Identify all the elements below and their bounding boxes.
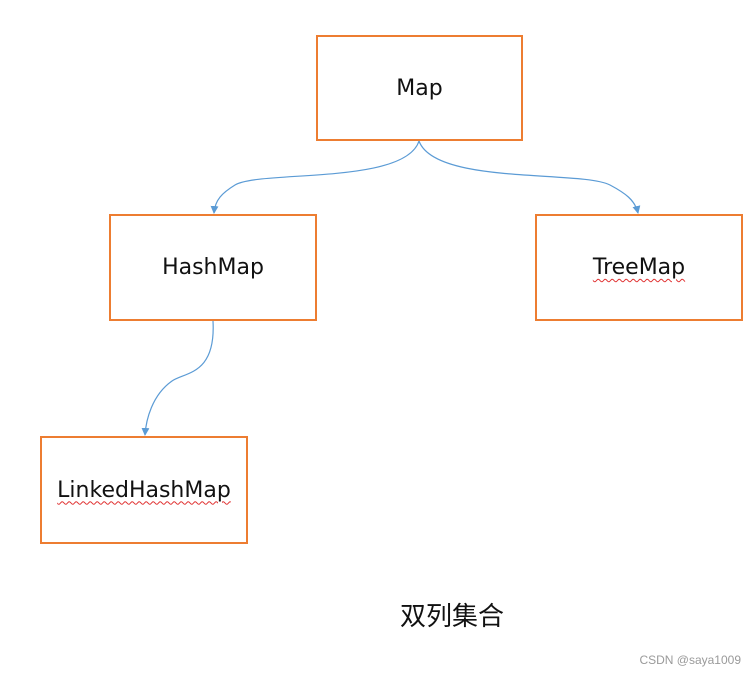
map-node-label: Map: [396, 75, 443, 101]
linkedhashmap-node: LinkedHashMap: [40, 436, 248, 544]
treemap-node: TreeMap: [535, 214, 743, 321]
edge-map-to-treemap: [418, 140, 641, 214]
watermark: CSDN @saya1009: [639, 653, 741, 667]
diagram-caption: 双列集合: [400, 602, 505, 632]
edge-map-to-hashmap: [210, 140, 420, 214]
edge-hashmap-to-linkedhashmap: [141, 320, 214, 436]
treemap-node-label: TreeMap: [592, 255, 686, 280]
linkedhashmap-node-label: LinkedHashMap: [57, 477, 231, 503]
map-node: Map: [316, 35, 523, 141]
hashmap-node: HashMap: [109, 214, 317, 321]
hashmap-node-label: HashMap: [162, 255, 264, 280]
